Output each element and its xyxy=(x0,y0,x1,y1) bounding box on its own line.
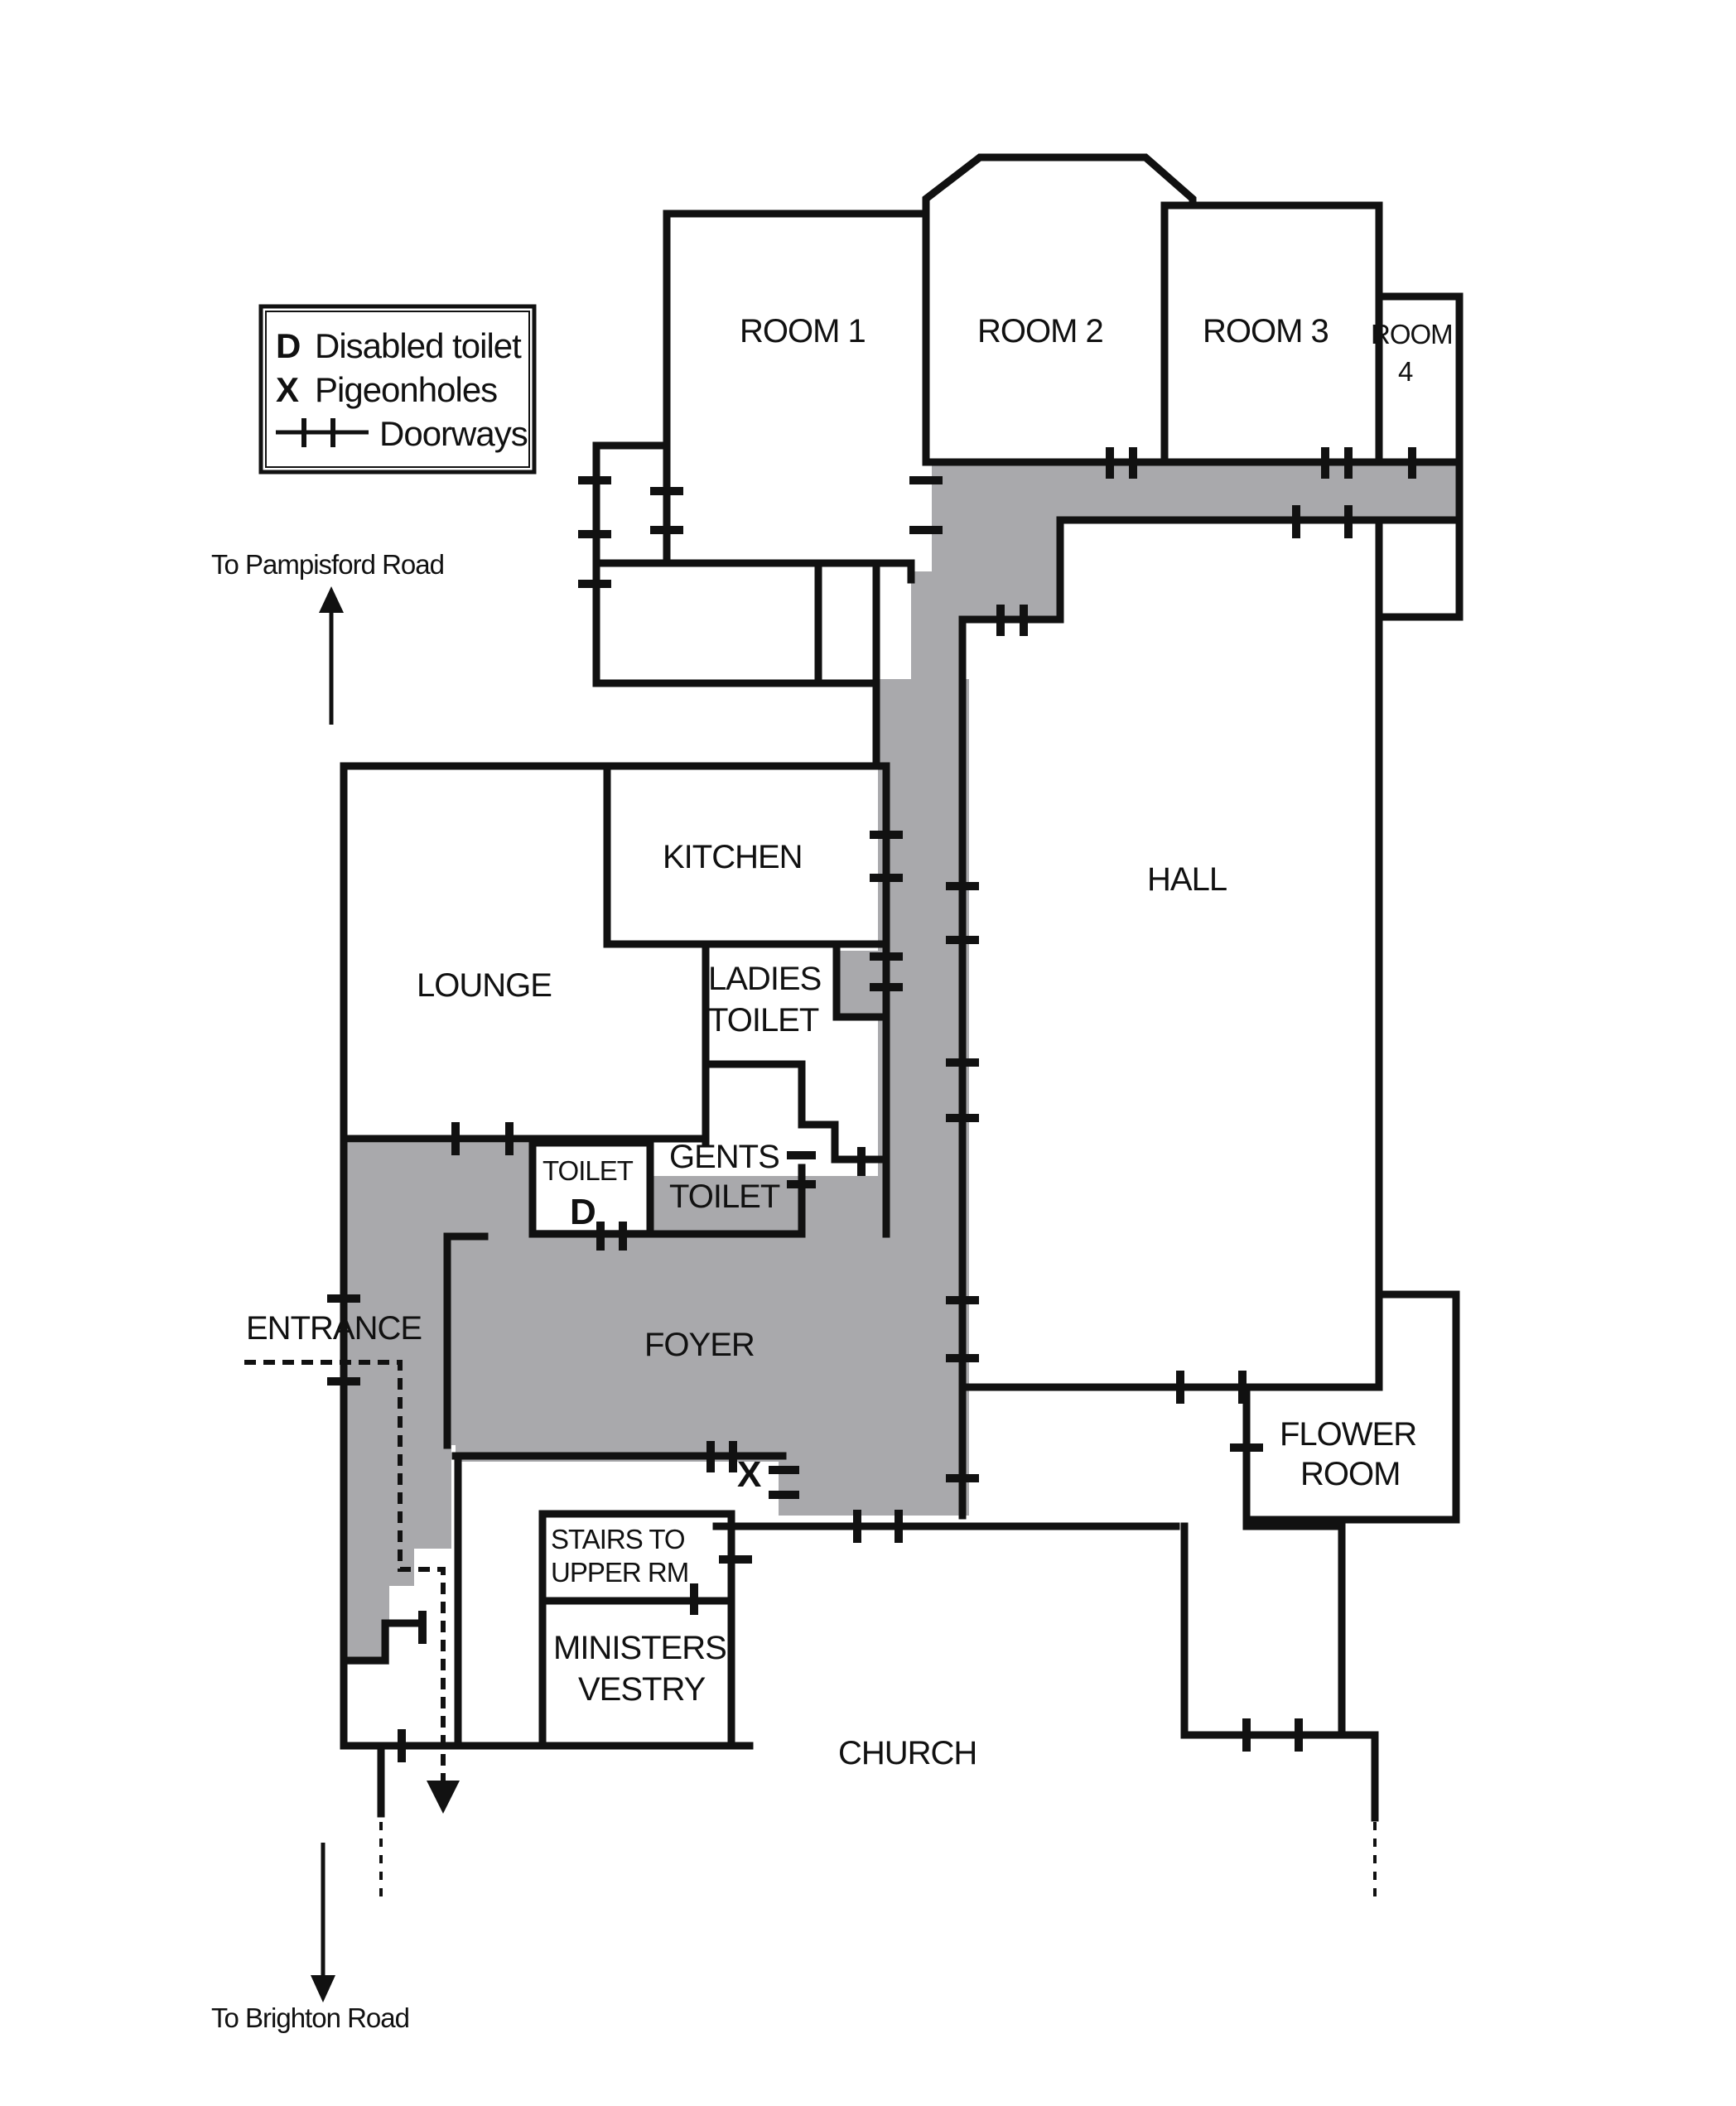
top-corridor xyxy=(911,462,1458,696)
legend-key-disabled: D xyxy=(276,326,301,365)
room-4-label-line1: ROOM xyxy=(1371,319,1453,349)
flower-room-label-line1: FLOWER xyxy=(1280,1416,1416,1453)
legend-text-pigeonholes: Pigeonholes xyxy=(315,370,497,409)
stairs-label-line1: STAIRS TO xyxy=(551,1524,685,1554)
stairs-label-line2: UPPER RM xyxy=(551,1557,688,1588)
exterior-paths xyxy=(379,1822,1377,1896)
room-4-label-line2: 4 xyxy=(1398,356,1413,387)
ladies-toilet-label-line1: LADIES xyxy=(708,961,821,997)
pigeonholes-mark: X xyxy=(737,1454,761,1495)
entrance-label: ENTRANCE xyxy=(246,1310,422,1347)
room-1-label: ROOM 1 xyxy=(740,313,866,349)
direction-north-label: To Pampisford Road xyxy=(211,549,444,580)
flower-room-label-line2: ROOM xyxy=(1300,1456,1400,1492)
room-labels: ROOM 1 ROOM 2 ROOM 3 ROOM 4 KITCHEN HALL… xyxy=(246,313,1454,1771)
room-3-label: ROOM 3 xyxy=(1203,313,1329,349)
legend-text-disabled: Disabled toilet xyxy=(315,326,522,365)
gents-toilet-label-line1: GENTS xyxy=(669,1139,779,1175)
lounge-label: LOUNGE xyxy=(417,967,552,1004)
room-2-label: ROOM 2 xyxy=(977,313,1103,349)
circulation-areas xyxy=(346,462,1458,1665)
north-arrow xyxy=(319,586,344,725)
south-arrow-head xyxy=(311,1975,335,2002)
walls xyxy=(340,153,1464,1822)
legend: D Disabled toilet X Pigeonholes Doorways xyxy=(258,304,537,475)
legend-text-doorways: Doorways xyxy=(379,414,528,453)
ladies-toilet-label-line2: TOILET xyxy=(708,1002,819,1039)
doorways xyxy=(327,447,1416,1762)
doorway-symbol-icon xyxy=(276,418,369,447)
gents-toilet-label-line2: TOILET xyxy=(669,1178,780,1215)
direction-south-label: To Brighton Road xyxy=(211,2002,409,2033)
toilet-d-label: TOILET xyxy=(542,1155,634,1186)
vestry-label-line1: MINISTERS' xyxy=(553,1630,731,1666)
south-arrow xyxy=(311,1843,335,2002)
toilet-d-mark: D xyxy=(570,1192,596,1232)
vertical-corridor xyxy=(878,679,969,1516)
legend-key-pigeonholes: X xyxy=(276,370,299,409)
vestry-label-line2: VESTRY xyxy=(578,1671,706,1708)
entrance-route xyxy=(244,1360,460,1814)
hall-label: HALL xyxy=(1147,861,1227,898)
church-label: CHURCH xyxy=(838,1735,976,1771)
north-arrow-head xyxy=(319,586,344,613)
kitchen-label: KITCHEN xyxy=(663,839,803,875)
route-arrow-head xyxy=(427,1781,460,1814)
foyer-label: FOYER xyxy=(644,1327,755,1363)
